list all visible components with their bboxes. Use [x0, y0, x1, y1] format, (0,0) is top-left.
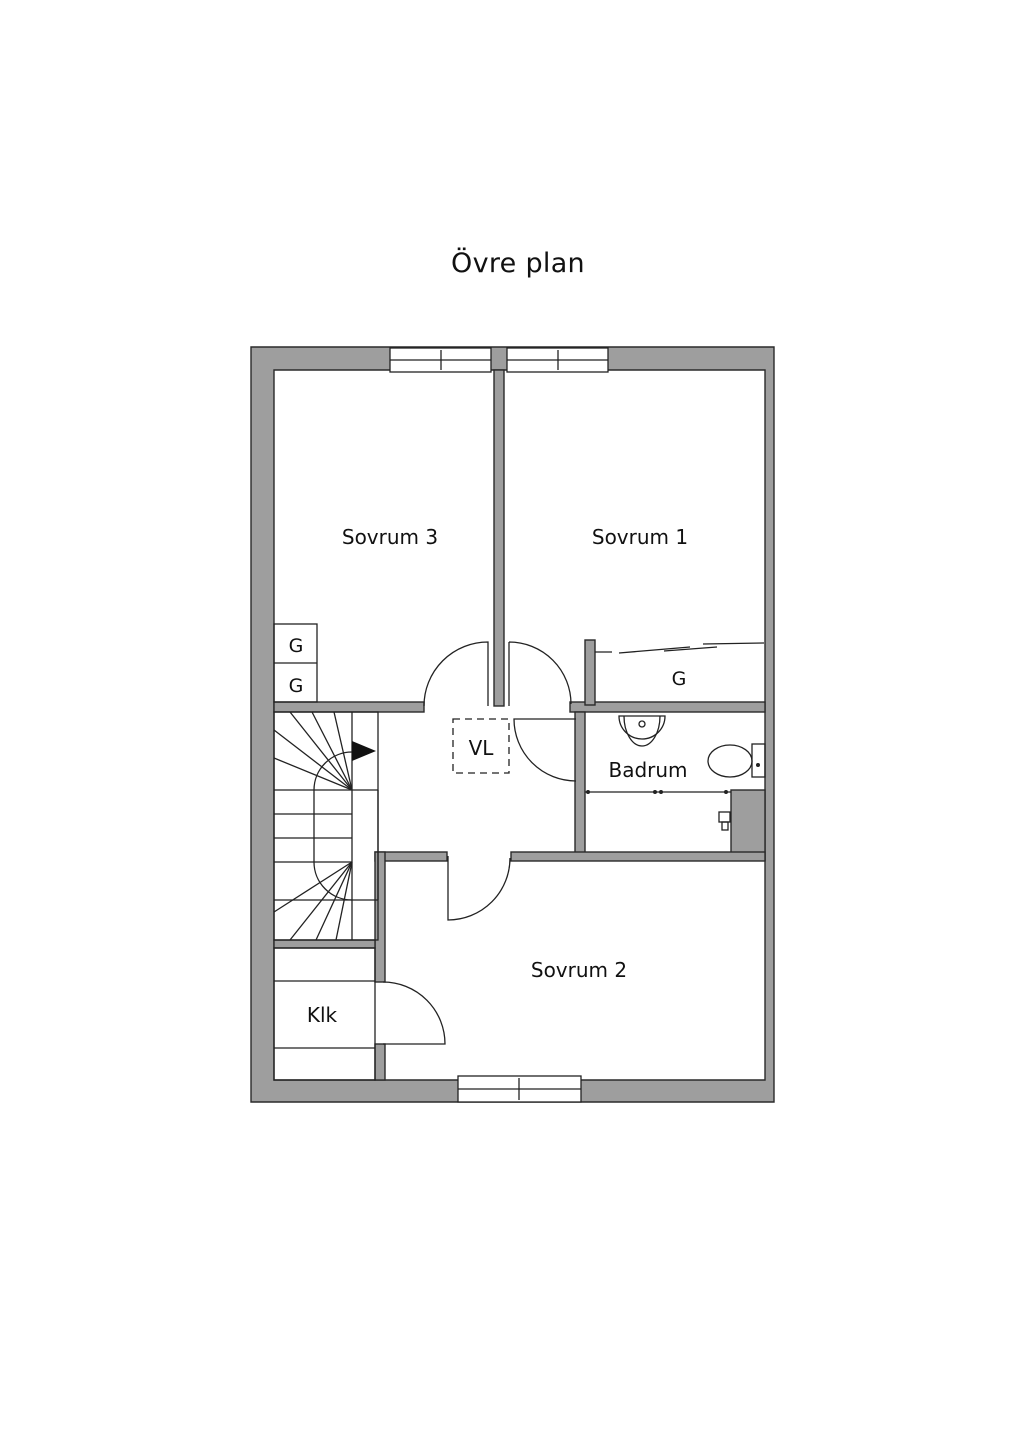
ventilation-shaft — [452, 718, 510, 774]
label-wardrobe-2: G — [289, 675, 304, 697]
window-bottom — [457, 1075, 582, 1103]
label-sovrum-3: Sovrum 3 — [342, 525, 438, 549]
staircase — [273, 711, 379, 941]
label-sovrum-2: Sovrum 2 — [531, 958, 627, 982]
label-sovrum-1: Sovrum 1 — [592, 525, 688, 549]
plan-title: Övre plan — [451, 248, 585, 279]
window-top-right — [506, 347, 609, 373]
interior-walls — [273, 369, 766, 1081]
label-badrum: Badrum — [608, 758, 687, 782]
door-sovrum1 — [508, 641, 572, 706]
label-wardrobe-3: G — [672, 668, 687, 690]
label-wardrobe-1: G — [289, 635, 304, 657]
wardrobe-sliding-door — [595, 642, 765, 654]
closet-shelves — [273, 947, 376, 1081]
door-sovrum3 — [423, 641, 489, 707]
toilet-icon — [707, 743, 766, 778]
window-top-left — [389, 347, 492, 373]
shower-tap-icon — [718, 811, 731, 831]
door-badrum — [513, 718, 577, 782]
label-klk: Klk — [307, 1003, 338, 1027]
wardrobe-left — [273, 623, 318, 703]
outer-wall — [250, 346, 775, 1103]
stair-arrow-icon — [352, 741, 376, 761]
label-vl: VL — [469, 736, 495, 760]
shower-rail — [585, 790, 731, 794]
door-sovrum2 — [447, 856, 511, 921]
sink-icon — [618, 715, 666, 747]
door-klk — [382, 981, 446, 1045]
